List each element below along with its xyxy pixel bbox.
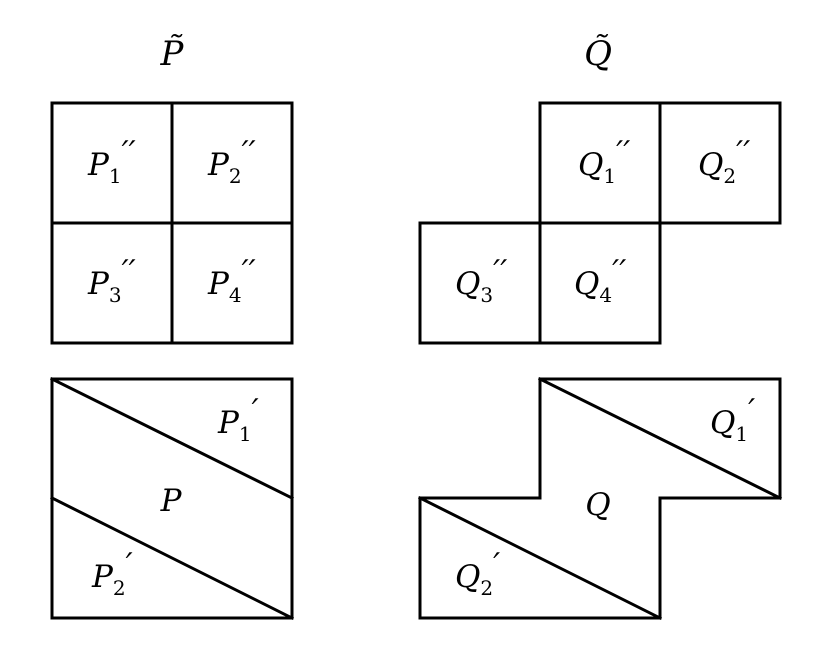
label-q4-double-prime: Q4′′	[574, 254, 626, 307]
label-p2-double-prime: P2′′	[207, 135, 256, 188]
label-p3-double-prime: P3′′	[87, 254, 136, 307]
q-tilde-cell-4	[538, 221, 662, 345]
title-q-tilde: Q̃	[584, 34, 612, 74]
label-p1-prime: P1′	[217, 393, 259, 446]
q-shape-lower-diagonal	[417, 495, 663, 621]
q-shape-upper-diagonal	[537, 376, 783, 501]
label-q1-double-prime: Q1′′	[578, 135, 630, 188]
title-p-tilde: P̃	[160, 34, 185, 74]
label-p4-double-prime: P4′′	[207, 254, 256, 307]
label-q2-prime: Q2′	[455, 547, 500, 600]
q-shape: Q1′ Q Q2′	[417, 376, 783, 621]
label-q1-prime: Q1′	[710, 393, 755, 446]
p-tilde-grid: P1′′ P2′′ P3′′ P4′′	[50, 101, 294, 345]
label-p: P	[160, 483, 183, 519]
q-tilde-grid: Q1′′ Q2′′ Q3′′ Q4′′	[418, 101, 782, 345]
p-shape-upper-diagonal	[49, 376, 295, 501]
p-shape-lower-diagonal	[49, 495, 295, 621]
label-q: Q	[585, 487, 610, 523]
label-p2-prime: P2′	[91, 547, 133, 600]
p-shape: P1′ P P2′	[49, 376, 295, 621]
label-q2-double-prime: Q2′′	[698, 135, 750, 188]
label-p1-double-prime: P1′′	[87, 135, 136, 188]
label-q3-double-prime: Q3′′	[455, 254, 507, 307]
q-tilde-cell-2	[658, 101, 782, 225]
